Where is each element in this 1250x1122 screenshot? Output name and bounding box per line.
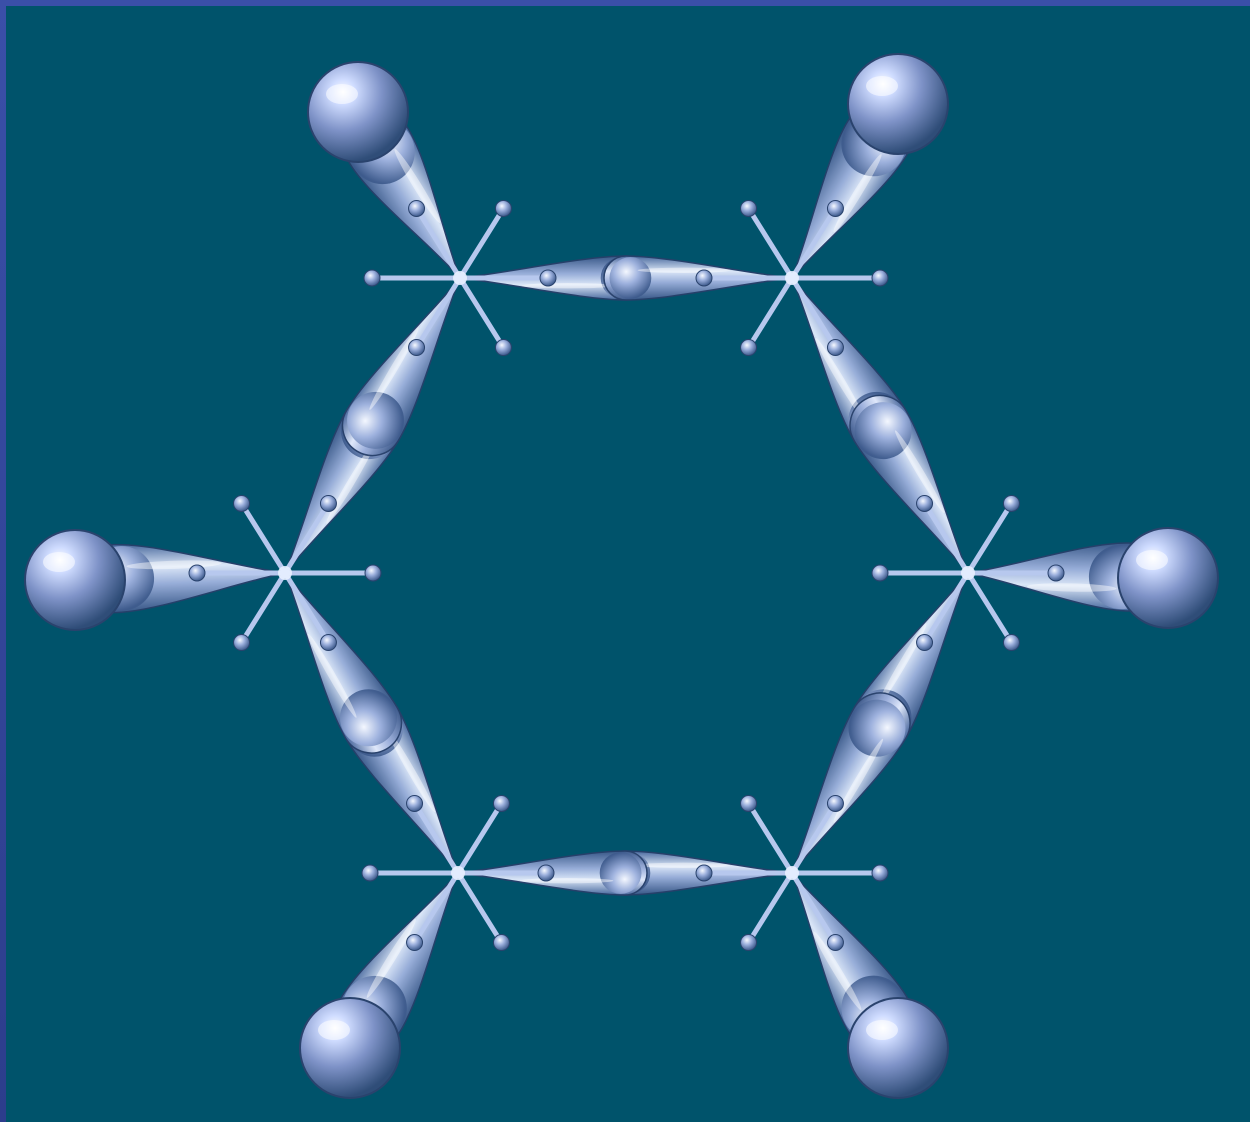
orbital-spoke-tip xyxy=(741,935,757,951)
orbital-spoke xyxy=(460,278,503,348)
carbon-p-orbital xyxy=(696,200,888,355)
sigma-bond-lobe xyxy=(331,263,485,467)
hydrogen-highlight xyxy=(43,552,75,572)
orbital-spoke-tip xyxy=(538,865,554,881)
carbon-p-orbital xyxy=(696,795,888,950)
orbital-lobe-bulb xyxy=(600,852,642,894)
hydrogen-highlight xyxy=(866,1020,898,1040)
orbital-spoke-tip xyxy=(1003,635,1019,651)
orbital-spoke-tip xyxy=(540,270,556,286)
carbon-p-orbital xyxy=(362,795,554,950)
orbital-spoke-tip xyxy=(827,795,843,811)
orbital-spoke-tip xyxy=(872,865,888,881)
carbon-atom xyxy=(961,566,975,580)
orbital-spoke xyxy=(968,503,1011,573)
orbital-spoke-tip xyxy=(407,935,423,951)
orbital-spoke-tip xyxy=(741,795,757,811)
orbital-spoke-tip xyxy=(409,200,425,216)
carbon-p-orbital xyxy=(189,495,381,650)
carbon-p-orbital xyxy=(872,495,1064,650)
orbital-spoke-tip xyxy=(362,865,378,881)
sigma-bond-lobe xyxy=(839,384,994,588)
orbital-spoke-tip xyxy=(495,340,511,356)
pi-orbital-layer xyxy=(189,200,1064,950)
orbital-spoke xyxy=(458,873,501,943)
orbital-spoke-tip xyxy=(493,935,509,951)
orbital-spoke xyxy=(242,503,285,573)
hydrogen-highlight xyxy=(318,1020,350,1040)
orbital-spoke-tip xyxy=(495,200,511,216)
orbital-spoke-tip xyxy=(827,200,843,216)
carbon-atom xyxy=(785,866,799,880)
orbital-spoke xyxy=(749,278,792,348)
orbital-spoke-tip xyxy=(741,340,757,356)
orbital-spoke-tip xyxy=(872,565,888,581)
orbital-spoke-tip xyxy=(696,270,712,286)
orbital-lobe-bulb xyxy=(610,257,652,299)
orbital-spoke-tip xyxy=(407,795,423,811)
orbital-spoke xyxy=(458,803,501,873)
orbital-spoke-tip xyxy=(493,795,509,811)
hydrogen-atom xyxy=(308,62,408,162)
orbital-spoke-tip xyxy=(1003,495,1019,511)
orbital-highlight xyxy=(521,283,614,288)
bond-layer xyxy=(80,91,1163,1060)
orbital-spoke-tip xyxy=(364,270,380,286)
carbon-p-orbital xyxy=(364,200,556,355)
hydrogen-atom xyxy=(1118,528,1218,628)
orbital-spoke-tip xyxy=(234,635,250,651)
orbital-spoke xyxy=(242,573,285,643)
orbital-spoke-tip xyxy=(827,340,843,356)
orbital-spoke-tip xyxy=(189,565,205,581)
carbon-atom xyxy=(451,866,465,880)
orbital-spoke xyxy=(749,873,792,943)
orbital-highlight xyxy=(637,863,731,868)
sigma-bond-lobe xyxy=(766,682,921,888)
hydrogen-highlight xyxy=(866,76,898,96)
carbon-atom xyxy=(278,566,292,580)
orbital-spoke-tip xyxy=(696,865,712,881)
orbital-spoke-tip xyxy=(872,270,888,286)
hydrogen-highlight xyxy=(1136,550,1168,570)
carbon-atom xyxy=(785,271,799,285)
hydrogen-atom xyxy=(300,998,400,1098)
hydrogen-atom xyxy=(848,54,948,154)
carbon-atom xyxy=(453,271,467,285)
orbital-spoke-tip xyxy=(320,635,336,651)
orbital-highlight xyxy=(520,878,614,883)
sigma-bond-lobe xyxy=(259,558,412,764)
hydrogen-atom xyxy=(848,998,948,1098)
hydrogen-highlight xyxy=(326,84,358,104)
orbital-spoke-tip xyxy=(234,495,250,511)
orbital-spoke-tip xyxy=(365,565,381,581)
orbital-spoke xyxy=(749,803,792,873)
orbital-spoke xyxy=(460,208,503,278)
orbital-spoke xyxy=(968,573,1011,643)
orbital-spoke-tip xyxy=(917,635,933,651)
hydrogen-atom xyxy=(25,530,125,630)
orbital-spoke-tip xyxy=(741,200,757,216)
orbital-spoke-tip xyxy=(827,935,843,951)
orbital-spoke-tip xyxy=(917,495,933,511)
orbital-spoke xyxy=(749,208,792,278)
orbital-spoke-tip xyxy=(409,340,425,356)
orbital-highlight xyxy=(638,268,731,273)
orbital-spoke-tip xyxy=(1048,565,1064,581)
orbital-spoke-tip xyxy=(320,495,336,511)
